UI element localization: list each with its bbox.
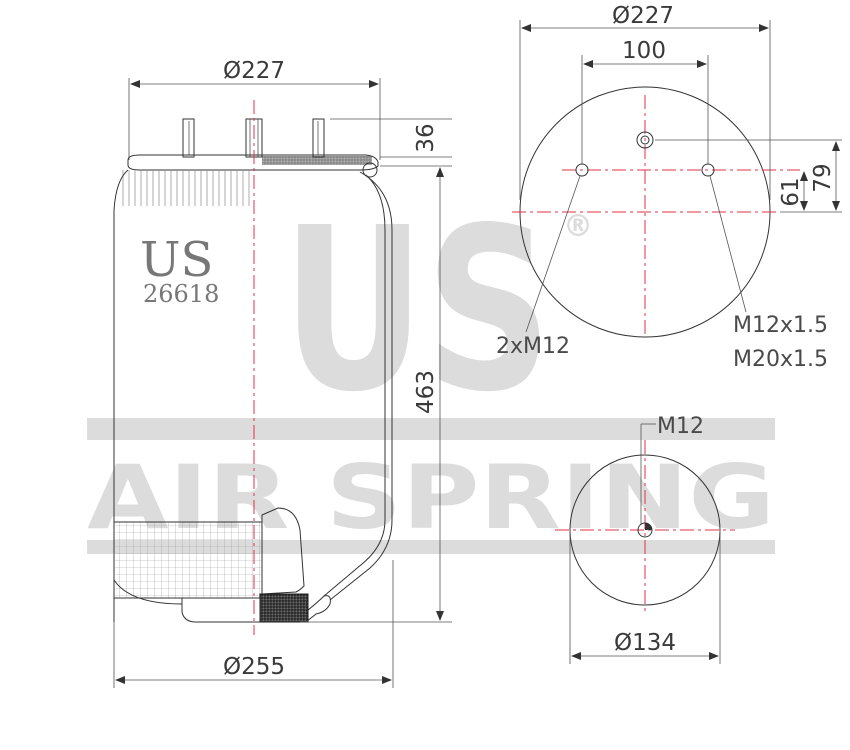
- top-view: Ø227 100 61 79 2xM12 M12x1.5 M20x1.5: [496, 3, 842, 372]
- offset-b: 79: [810, 163, 836, 192]
- offset-a: 61: [778, 177, 804, 206]
- callout-left: 2xM12: [496, 334, 570, 359]
- piston-section: [261, 507, 305, 595]
- side-bottom-diameter: Ø255: [223, 654, 285, 680]
- top-diameter: Ø227: [612, 3, 674, 29]
- callout-right-1: M12x1.5: [733, 313, 828, 338]
- overall-height: 463: [413, 370, 439, 414]
- top-plate: [127, 154, 379, 171]
- watermark-bar: [87, 418, 775, 440]
- piston-grid: [114, 522, 262, 598]
- side-view: Ø227: [113, 58, 452, 688]
- piston-base-section: [259, 593, 309, 623]
- brand-logo: US: [140, 232, 213, 288]
- stud-height: 36: [413, 123, 439, 152]
- bellows-outline: [113, 169, 129, 622]
- watermark-letters: US: [282, 180, 552, 442]
- bottom-view: M12 Ø134: [555, 414, 735, 664]
- registered-mark: ®: [563, 209, 593, 244]
- bottom-diameter: Ø134: [614, 630, 676, 656]
- callout-right-2: M20x1.5: [733, 347, 828, 372]
- part-number: 26618: [143, 280, 219, 308]
- crimp-ribs: [122, 170, 252, 206]
- bottom-thread: M12: [657, 414, 704, 439]
- side-top-diameter: Ø227: [223, 58, 285, 84]
- stud-spacing: 100: [622, 38, 666, 64]
